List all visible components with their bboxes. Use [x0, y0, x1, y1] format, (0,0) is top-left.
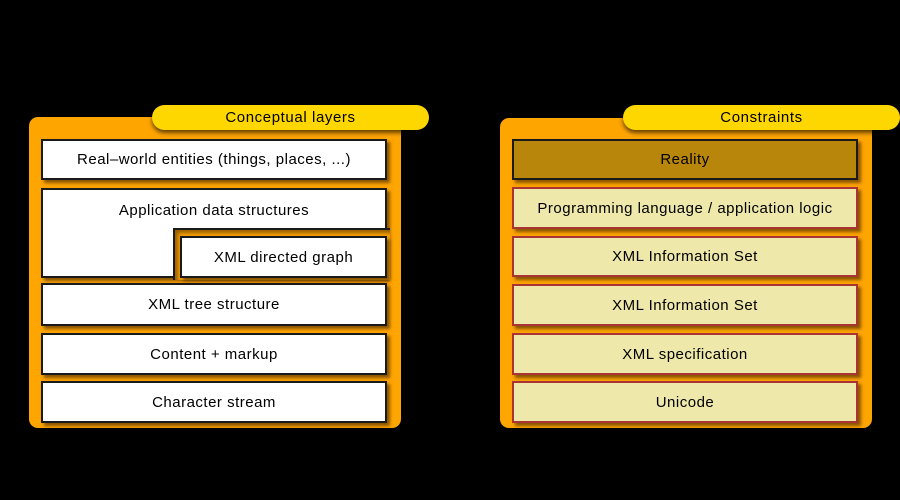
layer-label: Application data structures: [118, 201, 310, 219]
layer-xml-tree-structure: XML tree structure: [41, 283, 387, 326]
constraint-label: XML specification: [622, 345, 748, 363]
panel-title: Conceptual layers: [225, 109, 356, 126]
constraint-label: Programming language / application logic: [537, 199, 833, 217]
layer-label: Character stream: [152, 393, 276, 411]
layer-character-stream: Character stream: [41, 381, 387, 423]
layer-content-markup: Content + markup: [41, 333, 387, 375]
constraint-unicode: Unicode: [512, 381, 858, 423]
layer-label: XML directed graph: [213, 248, 354, 266]
constraint-xml-information-set-1: XML Information Set: [512, 236, 858, 277]
constraint-programming-language: Programming language / application logic: [512, 187, 858, 229]
conceptual-layers-panel: Real–world entities (things, places, ...…: [29, 117, 401, 428]
layer-real-world-entities: Real–world entities (things, places, ...…: [41, 139, 387, 180]
constraints-title-pill: Constraints: [623, 105, 900, 130]
panel-title: Constraints: [720, 109, 803, 126]
constraint-label: Reality: [660, 151, 710, 168]
constraint-xml-specification: XML specification: [512, 333, 858, 375]
constraint-reality: Reality: [512, 139, 858, 180]
layer-xml-directed-graph: XML directed graph: [180, 236, 387, 278]
constraint-label: XML Information Set: [612, 248, 758, 265]
layer-label: XML tree structure: [148, 296, 280, 313]
conceptual-layers-title-pill: Conceptual layers: [152, 105, 429, 130]
constraint-xml-information-set-2: XML Information Set: [512, 284, 858, 326]
constraint-label: Unicode: [655, 393, 715, 411]
layer-label: Content + markup: [150, 345, 278, 363]
layer-label: Real–world entities (things, places, ...…: [77, 151, 351, 168]
constraint-label: XML Information Set: [612, 296, 758, 314]
constraints-panel: Reality Programming language / applicati…: [500, 118, 872, 428]
